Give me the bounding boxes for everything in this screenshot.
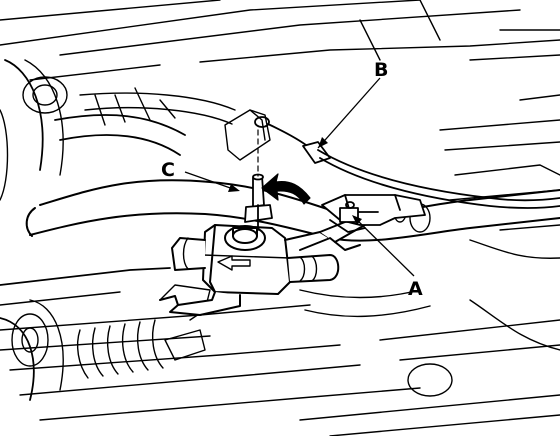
callout-label-b: B xyxy=(374,59,388,81)
valve-stem xyxy=(244,129,273,231)
callout-label-a: A xyxy=(408,278,423,300)
callout-leaders xyxy=(184,77,415,277)
background-engine-linework xyxy=(0,0,560,259)
callout-arrowheads xyxy=(228,137,362,225)
arrowhead-c xyxy=(228,184,240,192)
leader-c xyxy=(184,171,237,191)
callout-label-c: C xyxy=(161,159,175,181)
control-cable xyxy=(254,116,560,209)
arrowhead-b xyxy=(318,137,328,148)
leader-a xyxy=(354,217,415,277)
arrowhead-a xyxy=(352,215,362,225)
heater-valve-assembly xyxy=(159,217,371,316)
lower-frame-linework xyxy=(0,267,560,436)
direction-arrow xyxy=(261,173,311,205)
leader-b xyxy=(317,77,381,149)
cable-bracket xyxy=(321,194,426,233)
